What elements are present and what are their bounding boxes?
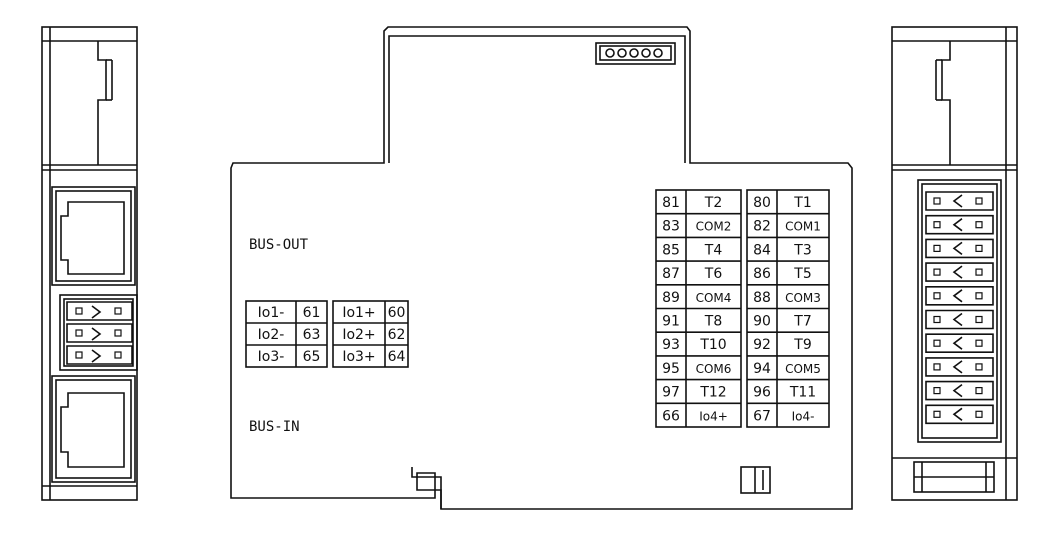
terminal-plug: [925, 238, 994, 259]
terminal-number: 66: [662, 408, 680, 424]
io-terminal-name: Io1-: [258, 305, 285, 321]
io-terminal-number: 64: [388, 349, 406, 365]
terminal-name: COM2: [696, 220, 732, 234]
terminal-name: Io4+: [699, 409, 728, 423]
terminal-plug-column: [925, 191, 994, 425]
terminal-number: 83: [662, 219, 680, 235]
terminal-number: 84: [753, 242, 771, 258]
terminal-name: T4: [704, 242, 723, 258]
io-terminal-number: 63: [303, 327, 321, 343]
terminal-number: 86: [753, 266, 771, 282]
bus-in-rj45-port: [51, 375, 136, 483]
top-5pin-header: [595, 42, 676, 65]
front-housing-outline: [230, 26, 853, 510]
terminal-name: COM1: [785, 220, 821, 234]
terminal-name: T1: [793, 195, 811, 211]
terminal-number: 80: [753, 195, 771, 211]
io-terminal-number: 65: [303, 349, 321, 365]
io-terminal-name: Io1+: [342, 305, 375, 321]
terminal-number: 82: [753, 219, 771, 235]
terminal-name: T3: [793, 242, 811, 258]
io-terminal-name: Io3-: [258, 349, 285, 365]
terminal-number: 93: [662, 337, 680, 353]
terminal-number: 95: [662, 361, 680, 377]
terminal-plug: [925, 357, 994, 377]
bus-out-label: BUS-OUT: [249, 237, 309, 253]
bus-in-label: BUS-IN: [249, 419, 300, 435]
terminal-name: T9: [793, 337, 811, 353]
terminal-name: COM3: [785, 291, 821, 305]
left-side-view: [41, 26, 138, 501]
right-side-view: [891, 26, 1018, 501]
terminal-number: 81: [662, 195, 680, 211]
terminal-plug: [925, 214, 994, 235]
terminal-number: 85: [662, 242, 680, 258]
io-terminal-number: 62: [388, 327, 406, 343]
io-plug-3pin: [59, 294, 138, 371]
terminal-name: COM5: [785, 362, 821, 376]
terminal-name: T12: [699, 385, 726, 401]
terminal-number: 89: [662, 290, 680, 306]
io-terminal-name: Io3+: [342, 349, 375, 365]
io-terminal-number: 60: [388, 305, 406, 321]
terminal-number: 96: [753, 385, 771, 401]
terminal-name: T10: [699, 337, 726, 353]
terminal-table: 81 T2 83 COM2 85 T4 87 T6 89 COM4 91 T8 93 T10 95 COM6 9…: [655, 189, 830, 428]
terminal-number: 90: [753, 314, 771, 330]
terminal-plug: [925, 309, 994, 330]
terminal-name: T2: [704, 195, 722, 211]
terminal-name: T5: [793, 266, 811, 282]
terminal-number: 91: [662, 314, 680, 330]
bus-out-rj45-port: [51, 186, 136, 286]
terminal-number: 97: [662, 385, 680, 401]
terminal-name: T6: [704, 266, 723, 282]
terminal-plug: [925, 191, 994, 211]
terminal-plug: [925, 404, 994, 425]
terminal-number: 94: [753, 361, 771, 377]
left-housing: [41, 26, 138, 501]
terminal-name: COM4: [696, 291, 732, 305]
terminal-plug: [925, 333, 994, 353]
right-housing: [891, 26, 1018, 501]
terminal-number: 67: [753, 408, 771, 424]
terminal-name: Io4-: [792, 409, 815, 423]
terminal-plug: [925, 286, 994, 306]
terminal-name: T11: [789, 385, 816, 401]
terminal-name: COM6: [696, 362, 732, 376]
dip-switch: [740, 466, 771, 494]
io-terminal-name: Io2-: [258, 327, 285, 343]
terminal-plug: [925, 262, 994, 282]
io-terminal-name: Io2+: [342, 327, 375, 343]
terminal-name: T8: [704, 314, 722, 330]
terminal-number: 87: [662, 266, 680, 282]
io-terminal-number: 61: [303, 305, 321, 321]
terminal-plug: [925, 380, 994, 401]
terminal-name: T7: [793, 314, 811, 330]
terminal-number: 88: [753, 290, 771, 306]
terminal-number: 92: [753, 337, 771, 353]
